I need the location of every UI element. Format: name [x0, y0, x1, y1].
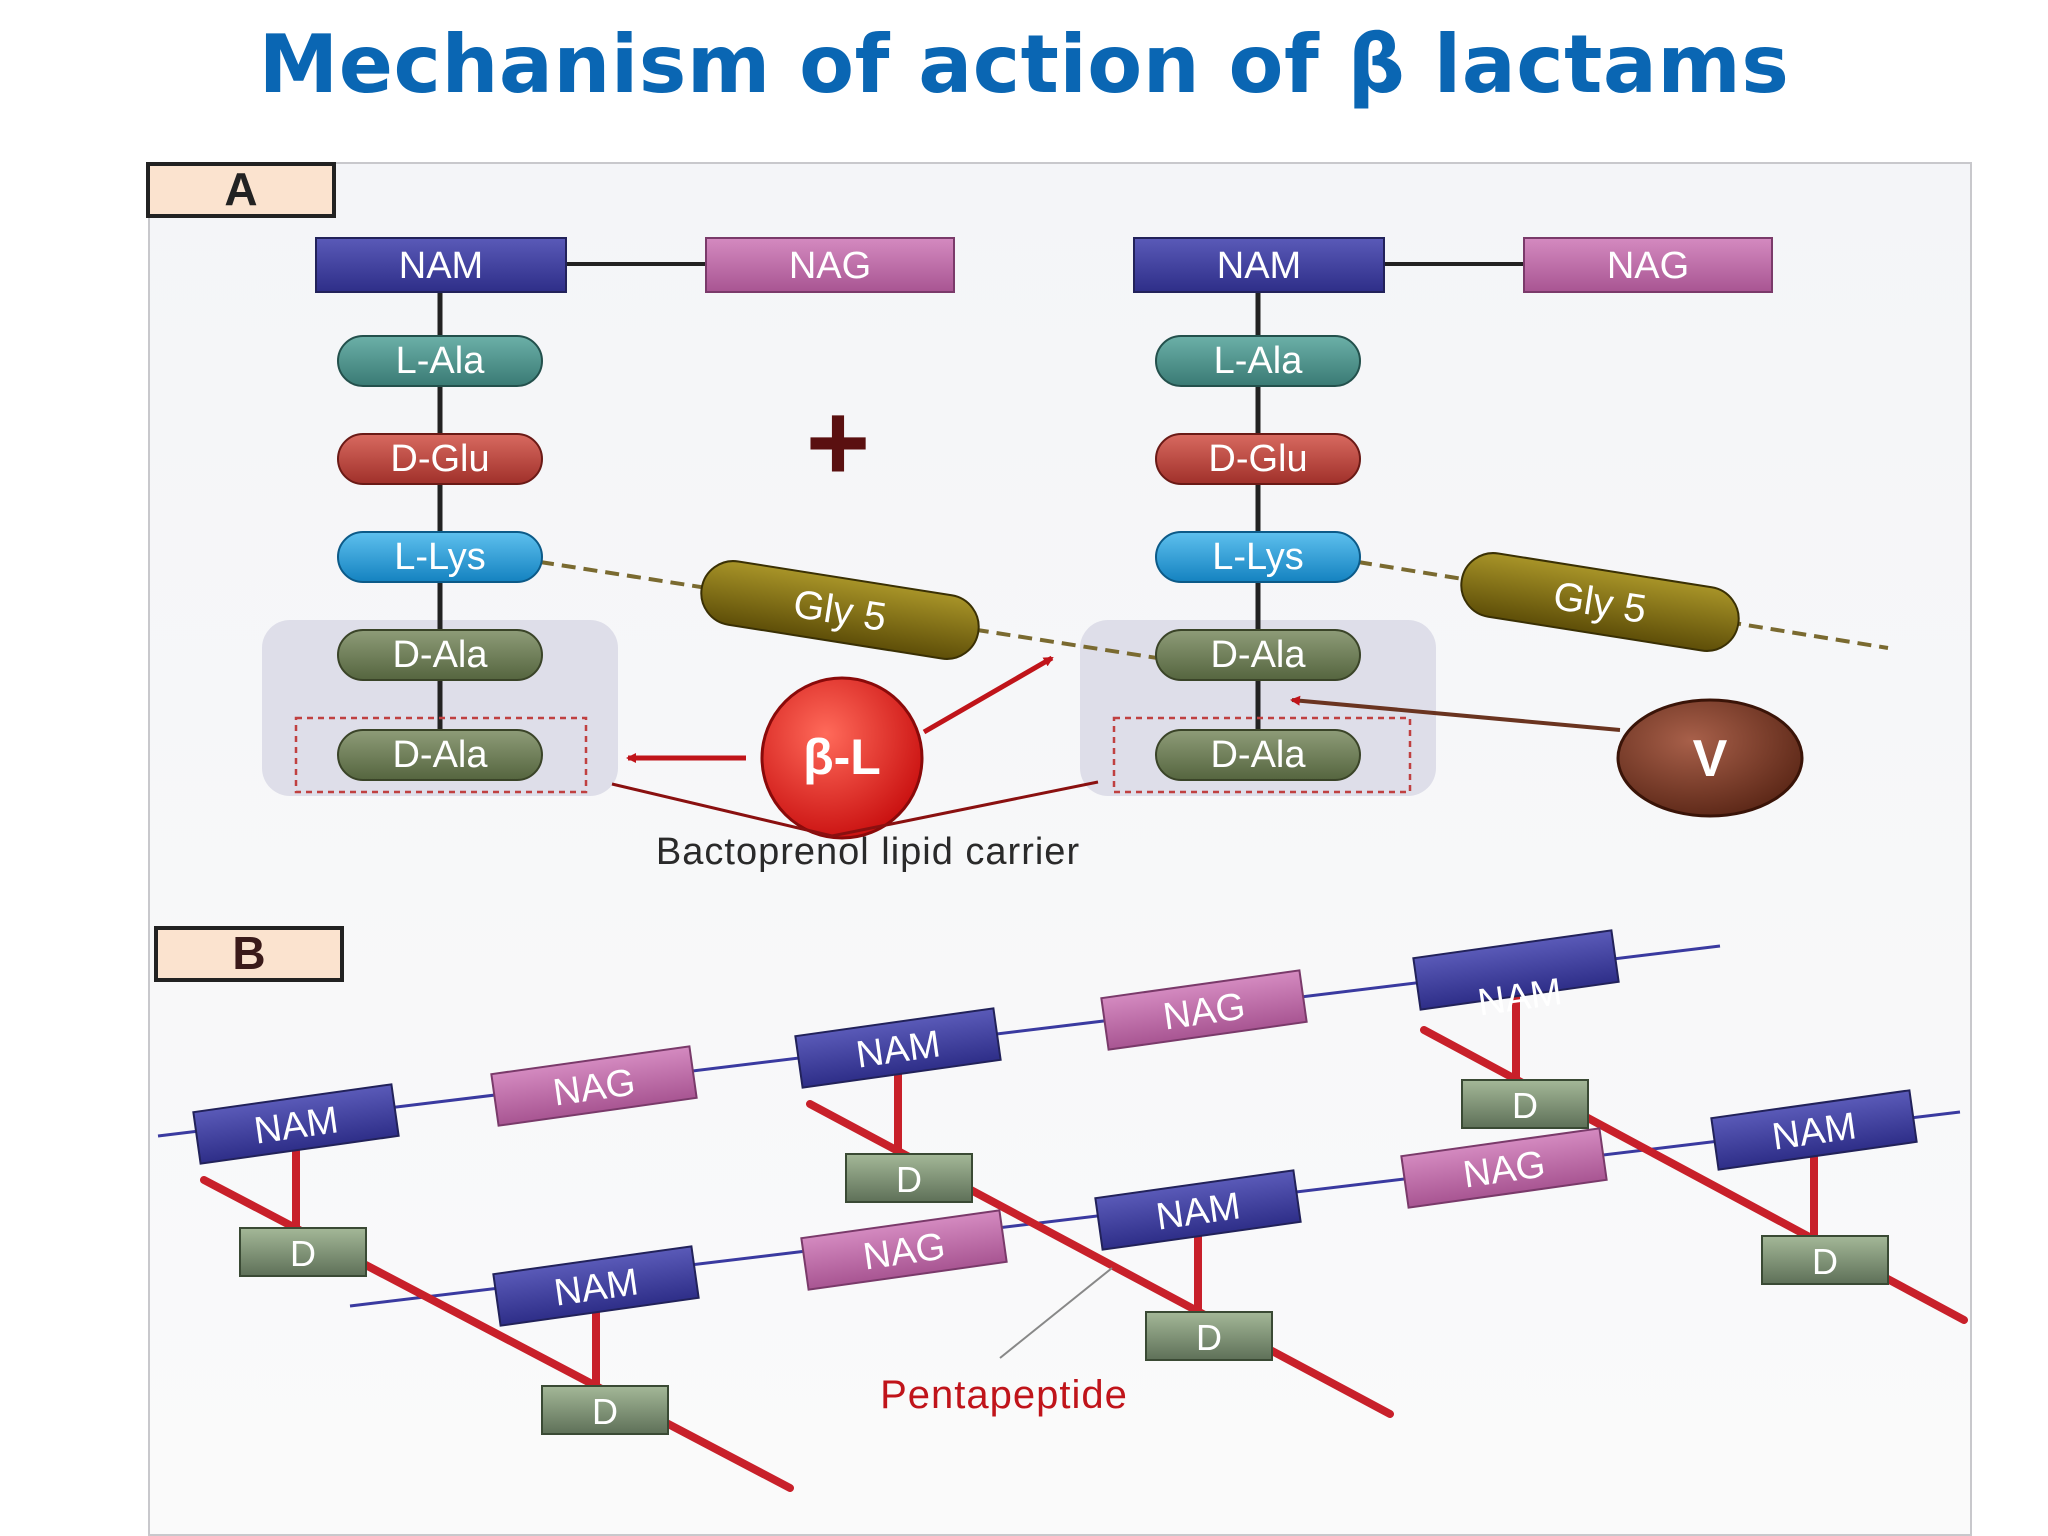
- nag-label: NAG: [1607, 245, 1689, 287]
- d-glu-pill: [337, 433, 543, 485]
- vancomycin-label: V: [1693, 730, 1728, 788]
- nag-box: [1523, 237, 1773, 293]
- nam-block: NAM: [1412, 929, 1620, 1024]
- nag-block: NAG: [1100, 969, 1308, 1051]
- gly5-left: Gly 5: [700, 560, 980, 660]
- d-ala-pill: [337, 629, 543, 681]
- nag-block: NAG: [490, 1045, 698, 1127]
- page-title: Mechanism of action of β lactams: [258, 18, 1790, 111]
- nam-block: NAM: [1710, 1089, 1918, 1171]
- l-ala-pill: [337, 335, 543, 387]
- nam-label: NAM: [1217, 245, 1301, 287]
- plus-sign: +: [806, 381, 870, 504]
- nag-block: NAG: [1400, 1127, 1608, 1209]
- terminal-d-ala-label: D-Ala: [1210, 734, 1306, 776]
- l-lys-label: L-Lys: [1212, 536, 1304, 578]
- d-label: D: [896, 1159, 922, 1200]
- l-ala-label: L-Ala: [1214, 340, 1304, 382]
- terminal-d-ala-pill: [1155, 729, 1361, 781]
- l-lys-pill: [1155, 531, 1361, 583]
- beta-lactam-icon: β-L: [760, 676, 924, 840]
- d-block: D: [845, 1153, 973, 1203]
- carrier-caption: Bactoprenol lipid carrier: [656, 831, 1080, 873]
- nam-block: NAM: [794, 1007, 1002, 1089]
- beta-lactam-arrow-right: [922, 655, 1054, 735]
- carrier-bracket: [611, 780, 1099, 838]
- panel-a-label: A: [224, 163, 257, 215]
- vancomycin-icon: V: [1616, 698, 1804, 818]
- nag-label: NAG: [789, 245, 871, 287]
- nag-block: NAG: [800, 1209, 1008, 1291]
- d-block: D: [541, 1385, 669, 1435]
- d-ala-pill: [1155, 629, 1361, 681]
- nag-box: [705, 237, 955, 293]
- nam-block: NAM: [492, 1245, 700, 1327]
- terminal-d-ala-dashed-box: [294, 716, 588, 794]
- nam-block: NAM: [192, 1083, 400, 1165]
- vancomycin-arrow: [1290, 695, 1621, 732]
- d-ala-label: D-Ala: [392, 634, 488, 676]
- nam-box: [315, 237, 567, 293]
- pentapeptide-caption: Pentapeptide: [880, 1373, 1128, 1417]
- right-chain: NAM NAG L-Ala D-Glu L-Lys D-Ala D-Ala: [1112, 237, 1773, 794]
- d-label: D: [1512, 1085, 1538, 1126]
- d-block: D: [239, 1227, 367, 1277]
- nam-label: NAM: [399, 245, 483, 287]
- d-ala-label: D-Ala: [1210, 634, 1306, 676]
- panel-a-label-box: [146, 162, 336, 218]
- l-ala-label: L-Ala: [396, 340, 486, 382]
- nam-box: [1133, 237, 1385, 293]
- panel-b-label: B: [232, 927, 265, 979]
- panel-b-label-box: [154, 926, 344, 982]
- left-chain: NAM NAG L-Ala D-Glu L-Lys D-Ala D-Ala: [294, 237, 955, 794]
- d-label: D: [1196, 1317, 1222, 1358]
- d-label: D: [592, 1391, 618, 1432]
- l-lys-pill: [337, 531, 543, 583]
- l-ala-pill: [1155, 335, 1361, 387]
- terminal-d-ala-dashed-box: [1112, 716, 1412, 794]
- nam-block: NAM: [1094, 1169, 1302, 1251]
- d-block: D: [1461, 1079, 1589, 1129]
- terminal-d-ala-pill: [337, 729, 543, 781]
- d-glu-pill: [1155, 433, 1361, 485]
- d-block: D: [1145, 1311, 1273, 1361]
- d-glu-label: D-Glu: [390, 438, 489, 480]
- d-label: D: [290, 1233, 316, 1274]
- d-glu-label: D-Glu: [1208, 438, 1307, 480]
- d-label: D: [1812, 1241, 1838, 1282]
- gly5-right: Gly 5: [1460, 552, 1740, 652]
- terminal-d-ala-label: D-Ala: [392, 734, 488, 776]
- d-block: D: [1761, 1235, 1889, 1285]
- l-lys-label: L-Lys: [394, 536, 486, 578]
- pentapeptide-pointer: [999, 1267, 1113, 1359]
- beta-lactam-label: β-L: [803, 729, 881, 785]
